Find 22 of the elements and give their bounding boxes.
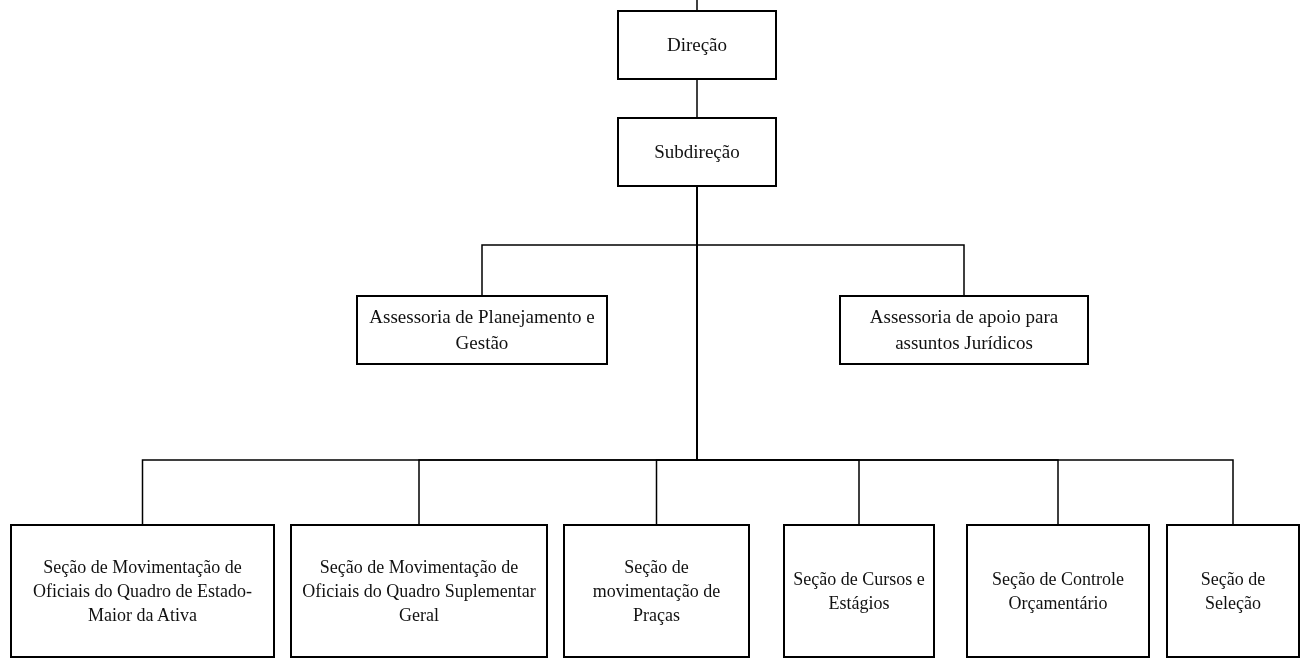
connector-line <box>696 0 698 11</box>
unit-name: Seção de Seleção <box>1199 568 1267 615</box>
org-unit-box <box>290 524 548 658</box>
unit-name: Seção de movimentação de Praças <box>591 556 722 627</box>
org-unit-box <box>617 10 777 80</box>
unit-name: Seção de Controle Orçamentário <box>991 568 1125 615</box>
org-unit-box <box>356 295 608 365</box>
unit-name: Assessoria de Planejamento e Gestão <box>368 305 596 355</box>
unit-name: Seção de Movimentação de Oficiais do Quadro Suplementar Geral <box>301 556 537 627</box>
connector-line <box>696 79 698 118</box>
org-unit-box <box>839 295 1089 365</box>
unit-name: Assessoria de apoio para assuntos Jurídicos <box>868 305 1060 355</box>
unit-name: Seção de Cursos e Estágios <box>793 568 925 615</box>
org-unit-box <box>563 524 750 658</box>
unit-name: Seção de Movimentação de Oficiais do Quadro de Estado-Maior da Ativa <box>32 556 253 627</box>
org-unit-box <box>1166 524 1300 658</box>
unit-name: Direção <box>666 33 728 57</box>
org-unit-box <box>10 524 275 658</box>
unit-name: Subdireção <box>654 140 740 164</box>
org-unit-box <box>966 524 1150 658</box>
org-unit-box <box>617 117 777 187</box>
org-unit-box <box>783 524 935 658</box>
